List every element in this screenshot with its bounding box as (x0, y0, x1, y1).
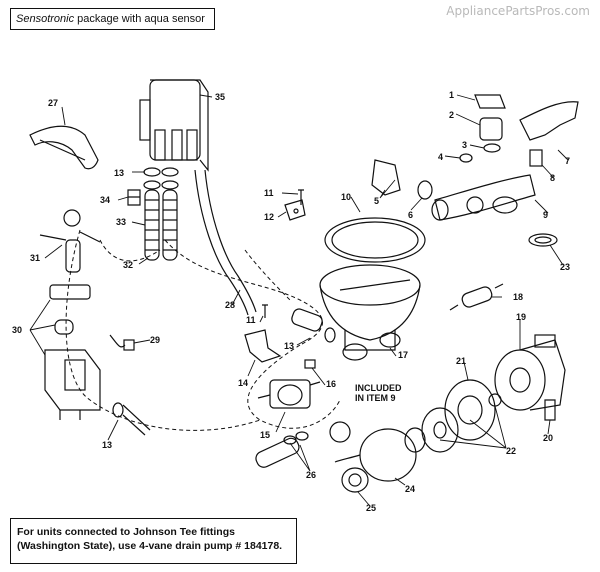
callout-12: 12 (264, 212, 275, 222)
callout-11-top: 11 (264, 188, 274, 198)
part-8-connector (529, 149, 543, 167)
callout-14: 14 (238, 378, 249, 388)
callout-2: 2 (449, 110, 455, 120)
callout-5: 5 (374, 196, 380, 206)
callout-31: 32 (123, 260, 134, 270)
callout-20: 20 (543, 433, 554, 443)
callout-7: 7 (565, 156, 571, 166)
part-35-sensor-housing (139, 79, 209, 172)
callout-10: 10 (341, 192, 352, 202)
part-1-cap (474, 94, 506, 109)
callout-6: 6 (408, 210, 414, 220)
callout-34: 27 (48, 98, 59, 108)
callout-4: 4 (438, 152, 444, 162)
part-21-pump-cover (444, 379, 496, 441)
part-5-bracket (371, 159, 401, 196)
callout-27: 28 (225, 300, 236, 310)
callout-35: 35 (215, 92, 226, 102)
part-16-clip (304, 359, 316, 369)
part-20-clip (544, 399, 556, 421)
leader-lines (29, 94, 569, 506)
part-6-oring (417, 180, 433, 200)
callout-22: 22 (506, 446, 517, 456)
callout-21: 21 (456, 356, 467, 366)
wiring-harness (65, 229, 341, 431)
part-28-connector (109, 334, 135, 351)
callout-13-middle: 13 (284, 341, 295, 351)
part-4-oring (459, 153, 473, 163)
callout-32: 33 (116, 217, 127, 227)
callout-30: 31 (30, 253, 41, 263)
callout-26: 26 (306, 470, 317, 480)
included-line-2: IN ITEM 9 (355, 393, 396, 403)
callout-8: 8 (550, 173, 556, 183)
callout-18: 18 (513, 292, 524, 302)
callout-15: 15 (260, 430, 271, 440)
title-brand: Sensotronic (16, 13, 75, 25)
callout-33: 34 (100, 195, 111, 205)
callout-19: 19 (516, 312, 527, 322)
callout-25: 25 (366, 503, 377, 513)
callout-29: 30 (12, 325, 23, 335)
part-12-bracket (284, 199, 306, 221)
part-13-orings-top (143, 167, 179, 190)
callout-13-top: 13 (114, 168, 125, 178)
part-3-oring (483, 143, 501, 153)
part-32-springs (144, 189, 178, 261)
callout-11-lower: 11 (246, 315, 256, 325)
included-in-item-9-note: INCLUDED IN ITEM 9 (355, 383, 402, 403)
included-line-1: INCLUDED (355, 383, 402, 393)
part-25-seal (341, 467, 369, 493)
part-17-sump (319, 264, 421, 361)
watermark: AppliancePartsPros.com (446, 4, 590, 18)
callout-1: 1 (449, 90, 455, 100)
diagram-title: Sensotronic package with aqua sensor (10, 8, 215, 30)
part-18-heater (449, 283, 504, 311)
callout-17: 17 (398, 350, 409, 360)
part-11-screw (298, 189, 304, 205)
callout-3: 3 (462, 140, 468, 150)
callout-13-left: 13 (102, 440, 113, 450)
part-9-manifold (431, 174, 536, 221)
callout-16: 16 (326, 379, 337, 389)
part-15-drain-pump (257, 379, 321, 409)
part-11-screw-lower (262, 304, 268, 318)
callout-24: 24 (405, 484, 416, 494)
part-19-motor (494, 334, 566, 411)
part-24-pump-housing (329, 421, 426, 482)
part-7-cover (519, 101, 579, 141)
part-22-impeller (421, 393, 502, 453)
part-13-hose-middle (291, 308, 336, 343)
title-rest: package with aqua sensor (74, 13, 205, 25)
callout-28: 29 (150, 335, 161, 345)
johnson-tee-note: For units connected to Johnson Tee fitti… (10, 518, 297, 564)
callout-23: 23 (560, 262, 571, 272)
part-2-valve (479, 117, 503, 141)
part-29-valves (44, 284, 101, 420)
part-13-hose-left (112, 402, 151, 436)
part-33-clip (127, 189, 141, 206)
part-10-gasket (324, 217, 426, 263)
part-30-sensor (39, 209, 101, 273)
part-27-hose (194, 169, 257, 316)
part-34-cover (29, 125, 99, 170)
part-14-bracket (244, 329, 282, 363)
callout-9: 9 (543, 210, 549, 220)
part-23-clamp (528, 233, 558, 247)
part-26-hose (255, 431, 309, 468)
